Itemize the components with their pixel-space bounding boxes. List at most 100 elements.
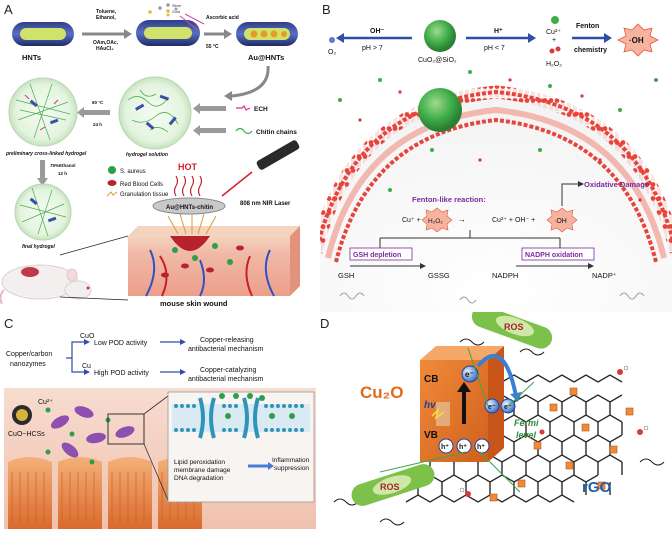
gsh-depletion-box xyxy=(349,247,413,261)
panel-label-b: B xyxy=(322,2,331,17)
gssg: GSSG xyxy=(428,271,450,280)
rgo-label: rGO xyxy=(582,479,612,496)
ros-capsule-top xyxy=(471,312,553,349)
reagent-3: OAm,OAc, xyxy=(93,40,119,46)
ech-symbol xyxy=(236,104,251,111)
panel-c-diagram: Copper/carbon nanozymes CuO Cu Low POD a… xyxy=(4,333,316,529)
plus-sign: + xyxy=(552,37,556,44)
o2-dot xyxy=(329,37,335,43)
legend-aureus-dot xyxy=(108,166,116,174)
ech-label: ECH xyxy=(254,106,268,113)
ros-top-label: ROS xyxy=(504,322,524,332)
hnts-label: HNTs xyxy=(22,53,41,62)
vb-label: VB xyxy=(424,430,438,441)
fermi-2: level xyxy=(516,430,537,440)
panel-a-diagram: HNTs Toluene, Ethanol, OAm,OAc, HAuCl₄ S… xyxy=(0,3,300,308)
damage-2: membrane damage xyxy=(174,467,231,474)
hot-label: HOT xyxy=(178,162,198,172)
reagent-4: HAuCl₄ xyxy=(96,46,114,52)
fenton-1: Fenton xyxy=(576,23,599,30)
panel-a: A HNTs Toluene, Ethanol, OAm,OAc, HAuCl₄ xyxy=(0,0,320,312)
legend-aureus: S. aureus xyxy=(120,169,146,175)
eq-right: Cu²⁺ + OH⁻ + xyxy=(492,217,535,224)
zoom-lines xyxy=(59,235,129,301)
cond-ethanol: 75%Ethanol xyxy=(50,163,76,168)
cuo2-nanosphere xyxy=(424,20,456,52)
final-gel-circle xyxy=(14,183,72,241)
panel-c: C Copper/carbon nanozymes CuO Cu Low POD… xyxy=(0,312,320,533)
oh-burst-eq xyxy=(546,207,578,233)
legend-granulation-icon xyxy=(106,191,118,197)
electron-cb xyxy=(461,365,479,383)
electron-rgo-1 xyxy=(484,398,500,414)
oh-radical: ·OH xyxy=(629,36,644,45)
laser-label: 808 nm NIR Laser xyxy=(240,201,291,207)
hydrogel-solution-label: hydrogel solution xyxy=(126,152,168,158)
hole-2-label: h⁺ xyxy=(459,444,467,451)
cuo-hcss-particle xyxy=(12,405,32,425)
legend-rbc: Red Blood Cells xyxy=(120,182,163,188)
electron-rgo-1-label: e⁻ xyxy=(488,404,496,411)
gsh-depletion: GSH depletion xyxy=(353,252,401,259)
copper-ions xyxy=(45,407,111,465)
dna-strands xyxy=(339,292,645,304)
low-mech-1: Copper-releasing xyxy=(200,337,254,344)
scattered-ions xyxy=(338,70,658,202)
oh-radical-burst xyxy=(617,23,659,57)
preliminary-label: preliminary cross-linked hydrogel xyxy=(5,151,87,157)
fenton-2: chemistry xyxy=(574,47,607,54)
low-mech-2: antibacterial mechanism xyxy=(188,346,264,353)
hole-3 xyxy=(474,438,490,454)
legend-rbc-dot xyxy=(107,180,117,186)
panel-b: B O₂ OH⁻ pH > 7 CuO₂@SiO₂ H⁺ pH < 7 xyxy=(320,0,672,312)
chitin-disk xyxy=(152,197,226,215)
eq-h2o2: H₂O₂ xyxy=(428,218,443,225)
h-plus: H⁺ xyxy=(494,28,503,35)
membrane-inner-heads xyxy=(334,117,658,263)
fermi-1: Fermi xyxy=(514,418,539,428)
functional-groups xyxy=(459,365,649,497)
ascorbic: Ascorbic acid xyxy=(206,15,239,21)
hole-1-label: h⁺ xyxy=(441,444,449,451)
panel-d: D xyxy=(320,312,672,533)
membrane-inset xyxy=(167,391,315,503)
panel-d-diagram: Cu₂O CB VB hv e⁻ h⁺ h⁺ h⁺ e⁻ e⁻ Fermi le… xyxy=(333,312,665,526)
au-chitin-label: Au@HNTs-chitin xyxy=(166,205,213,211)
gsh: GSH xyxy=(338,271,354,280)
cond-12h: 12 h xyxy=(58,171,67,176)
eq-oh: ·OH xyxy=(554,218,567,225)
cond-60: 60 °C xyxy=(92,100,104,105)
high-mech-2: antibacterial mechanism xyxy=(188,376,264,383)
membrane-nanosphere xyxy=(418,88,462,132)
high-mech-1: Copper-catalyzing xyxy=(200,367,257,374)
curved-arrow xyxy=(231,65,270,98)
mouse-image xyxy=(0,264,92,305)
cu-label: Cu xyxy=(82,363,91,370)
zoom-box xyxy=(107,413,145,445)
reagent-2: Ethanol, xyxy=(96,15,116,21)
legend-gold: Gold xyxy=(172,10,180,14)
au-hnts-label: Au@HNTs xyxy=(248,53,284,62)
electron-rgo-2-label: e⁻ xyxy=(504,404,512,411)
zoom-lines-c xyxy=(143,395,169,501)
electron-cb-label: e⁻ xyxy=(465,370,474,379)
hv-label: hv xyxy=(424,400,437,411)
oh-minus: OH⁻ xyxy=(370,28,385,35)
au-hnt-tube xyxy=(236,22,298,46)
chitin-symbol xyxy=(235,127,253,135)
nir-laser xyxy=(221,140,300,197)
reagent-1: Toluene, xyxy=(96,9,117,15)
high-pod: High POD activity xyxy=(94,370,149,377)
damage-3: DNA degradation xyxy=(174,475,224,482)
branch-lines xyxy=(379,230,561,248)
cond-24h: 24 h xyxy=(93,122,102,127)
ech-arrow xyxy=(200,106,226,111)
ros-capsule-bottom xyxy=(351,464,435,506)
cu2o-label: Cu₂O xyxy=(360,383,403,402)
membrane-tails xyxy=(325,106,667,259)
cuo-label: CuO xyxy=(80,333,95,340)
hole-3-label: h⁺ xyxy=(477,444,485,451)
oxidative-label: Oxidative Damage xyxy=(584,180,649,189)
preliminary-gel-circle xyxy=(8,77,78,147)
wound-label: mouse skin wound xyxy=(160,299,228,308)
